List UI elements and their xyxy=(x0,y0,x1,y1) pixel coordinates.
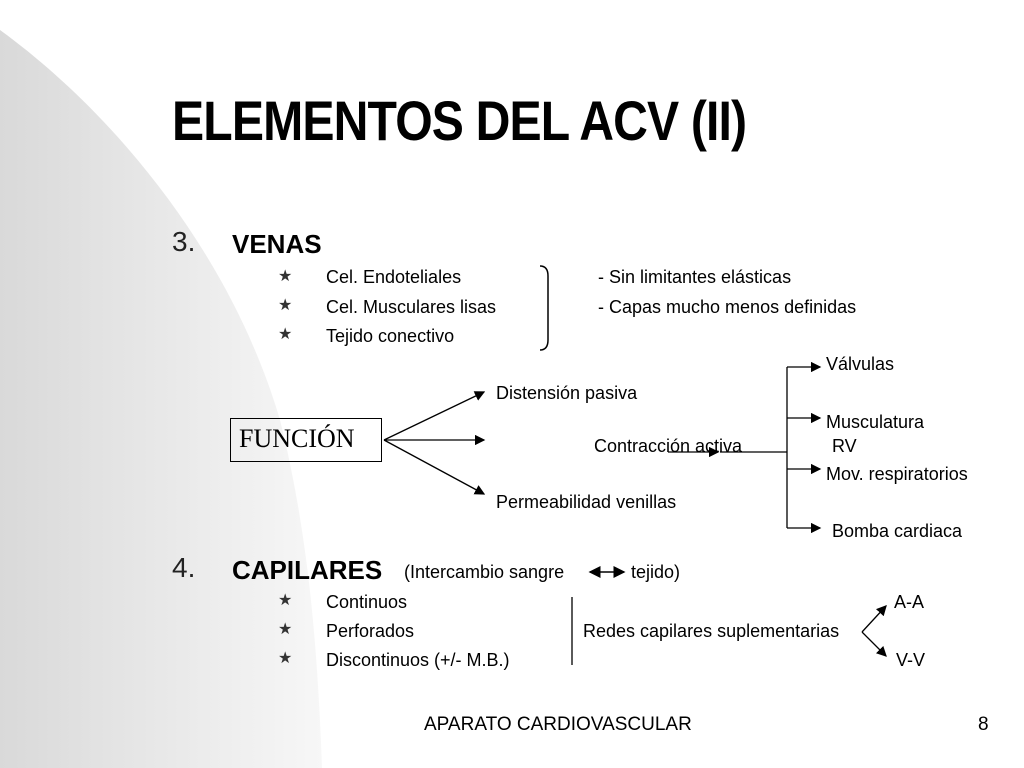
star-icon: ★ xyxy=(278,621,293,638)
funcion-branch: Permeabilidad venillas xyxy=(496,492,677,512)
funcion-branch: Contracción activa xyxy=(594,436,743,456)
star-icon: ★ xyxy=(278,592,293,609)
capilares-subtitle-right: tejido) xyxy=(631,562,681,582)
section-number-capilares: 4. xyxy=(172,552,196,583)
capilares-subtitle-left: (Intercambio sangre xyxy=(404,562,565,582)
contraccion-item: Mov. respiratorios xyxy=(826,464,968,484)
section-title-venas: VENAS xyxy=(232,229,322,259)
footer-title: APARATO CARDIOVASCULAR xyxy=(424,714,692,735)
contraccion-item: Musculatura xyxy=(826,412,925,432)
funcion-label: FUNCIÓN xyxy=(239,424,355,453)
arrow-permeabilidad xyxy=(383,439,486,495)
capilares-bullet: Perforados xyxy=(326,621,415,641)
slide-title: ELEMENTOS DEL ACV (II) xyxy=(172,89,747,152)
contraccion-item: RV xyxy=(832,436,857,456)
redes-item: A-A xyxy=(894,592,925,612)
section-number-venas: 3. xyxy=(172,226,196,257)
arrow-a-a xyxy=(861,605,887,633)
funcion-box xyxy=(230,418,382,462)
contraccion-item: Válvulas xyxy=(826,354,895,374)
venas-bullet: Cel. Endoteliales xyxy=(326,267,462,287)
star-icon: ★ xyxy=(278,268,293,285)
star-icon: ★ xyxy=(278,650,293,667)
arrow-v-v xyxy=(861,631,887,657)
capilares-bullet: Discontinuos (+/- M.B.) xyxy=(326,650,510,670)
arrow-distension xyxy=(383,391,486,441)
venas-bracket xyxy=(539,265,549,351)
venas-note: - Capas mucho menos definidas xyxy=(598,297,857,317)
venas-bullet: Tejido conectivo xyxy=(326,326,455,346)
page-number: 8 xyxy=(978,714,989,735)
capilares-bullet: Continuos xyxy=(326,592,408,612)
venas-note: - Sin limitantes elásticas xyxy=(598,267,792,287)
redes-capilares: Redes capilares suplementarias xyxy=(583,621,840,641)
star-icon: ★ xyxy=(278,326,293,343)
redes-item: V-V xyxy=(896,650,926,670)
venas-bullet: Cel. Musculares lisas xyxy=(326,297,497,317)
funcion-branch: Distensión pasiva xyxy=(496,383,638,403)
contraccion-item: Bomba cardiaca xyxy=(832,521,963,541)
star-icon: ★ xyxy=(278,297,293,314)
section-title-capilares: CAPILARES xyxy=(232,555,383,585)
